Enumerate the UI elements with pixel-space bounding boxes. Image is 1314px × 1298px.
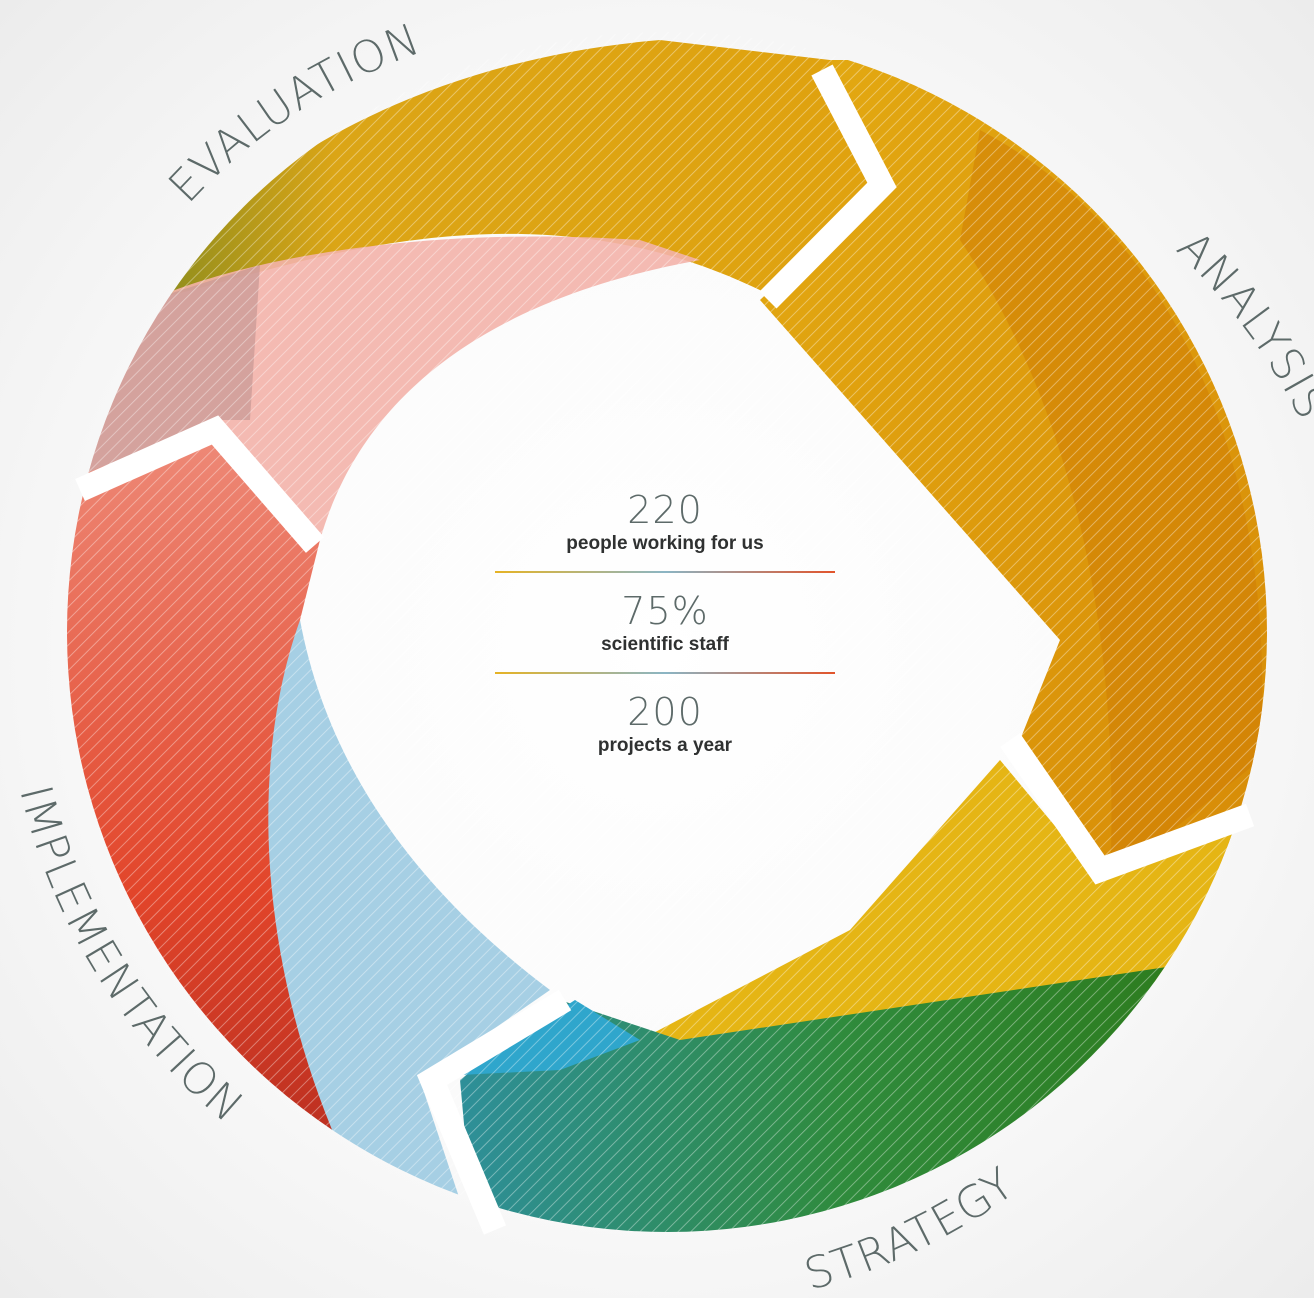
stat-caption: scientific staff <box>601 634 729 655</box>
separator-analysis-strategy <box>1000 733 1255 885</box>
arrow-separators <box>75 64 1255 1235</box>
divider <box>495 672 835 674</box>
stat-caption: people working for us <box>566 533 764 554</box>
separator-evaluation-analysis <box>759 64 897 309</box>
stat-scientific: 75% scientific staff <box>495 589 835 657</box>
stat-value: 220 <box>627 488 703 532</box>
divider <box>495 571 835 573</box>
stat-value: 200 <box>627 690 703 734</box>
separator-strategy-implementation <box>416 989 572 1235</box>
stat-projects: 200 projects a year <box>495 690 835 758</box>
stats-panel: 220 people working for us 75% scientific… <box>495 488 835 758</box>
stat-value: 75% <box>621 589 709 633</box>
separator-implementation-evaluation <box>75 415 325 553</box>
stat-caption: projects a year <box>597 735 733 756</box>
stat-people: 220 people working for us <box>495 488 835 556</box>
